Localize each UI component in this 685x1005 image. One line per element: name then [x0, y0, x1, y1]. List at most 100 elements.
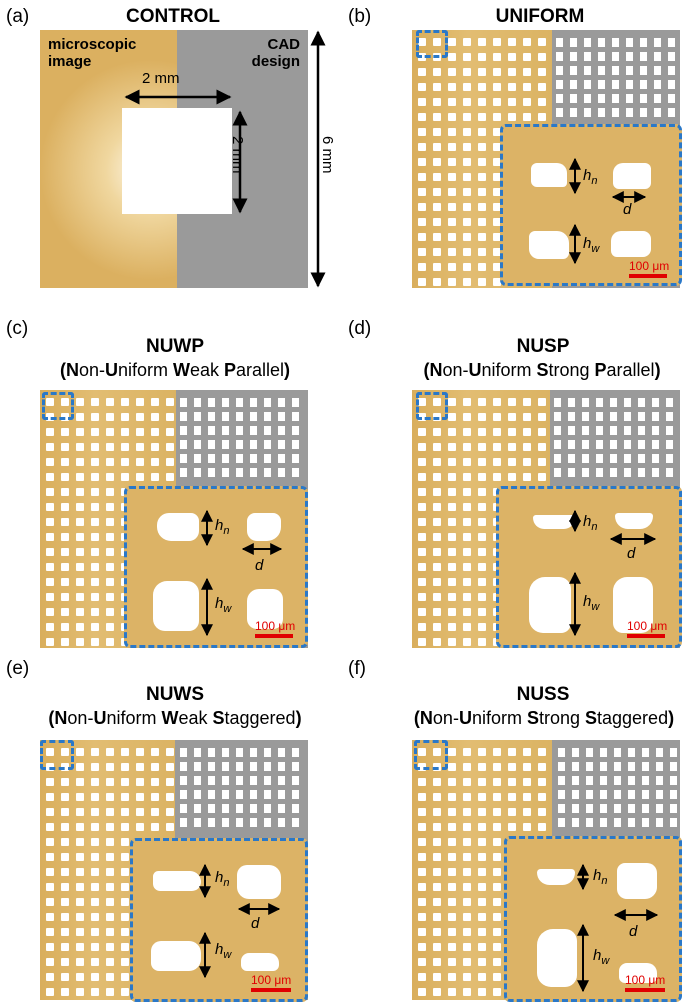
fabricated-hole	[76, 593, 84, 601]
fabricated-hole	[91, 488, 99, 496]
fabricated-hole	[106, 428, 114, 436]
fabricated-hole	[463, 763, 471, 771]
fabricated-hole	[493, 883, 501, 891]
cad-hole	[236, 412, 243, 421]
subtitle-rest: on-	[442, 360, 469, 380]
fabricated-hole	[508, 83, 516, 91]
subtitle-initial: N	[54, 708, 68, 728]
fabricated-hole	[478, 518, 486, 526]
cad-hole	[638, 426, 645, 435]
fabricated-hole	[418, 248, 426, 256]
fabricated-hole	[493, 203, 501, 211]
cad-hole	[236, 818, 243, 827]
subtitle-initial: U	[468, 360, 482, 380]
cad-hole	[556, 94, 563, 103]
selection-box-f	[414, 740, 448, 770]
fabricated-hole	[493, 98, 501, 106]
cad-hole	[558, 776, 565, 785]
fabricated-hole	[538, 458, 546, 466]
fabricated-hole	[106, 793, 114, 801]
fabricated-hole	[508, 763, 516, 771]
fabricated-hole	[418, 548, 426, 556]
fabricated-hole	[418, 428, 426, 436]
cad-hole	[194, 790, 201, 799]
inset-arrows-f	[577, 863, 659, 993]
fabricated-hole	[478, 838, 486, 846]
cad-hole	[278, 468, 285, 477]
cad-hole	[614, 776, 621, 785]
fabricated-hole	[448, 188, 456, 196]
cad-hole	[642, 804, 649, 813]
fabricated-hole	[478, 83, 486, 91]
fabricated-hole	[448, 778, 456, 786]
fabricated-hole	[121, 868, 129, 876]
fabricated-hole	[448, 473, 456, 481]
fabricated-hole	[448, 763, 456, 771]
cad-hole	[264, 412, 271, 421]
fabricated-hole	[493, 53, 501, 61]
fabricated-hole	[91, 458, 99, 466]
fabricated-hole	[508, 458, 516, 466]
wide-feature-left	[529, 577, 571, 633]
fabricated-hole	[433, 248, 441, 256]
fabricated-hole	[463, 518, 471, 526]
cad-hole	[570, 66, 577, 75]
fabricated-hole	[493, 68, 501, 76]
fabricated-hole	[478, 128, 486, 136]
d-label: d	[627, 545, 636, 562]
fabricated-hole	[493, 188, 501, 196]
inset-arrows-c	[201, 509, 283, 637]
fabricated-hole	[106, 593, 114, 601]
cad-hole	[596, 426, 603, 435]
inset-arrows-b	[569, 157, 647, 265]
fabricated-hole	[463, 128, 471, 136]
cad-hole	[628, 748, 635, 757]
fabricated-hole	[448, 203, 456, 211]
fabricated-hole	[538, 823, 546, 831]
cad-hole	[554, 398, 561, 407]
cad-hole	[292, 762, 299, 771]
fabricated-hole	[493, 398, 501, 406]
cad-hole	[250, 426, 257, 435]
subtitle-initial: U	[93, 708, 107, 728]
fabricated-hole	[76, 868, 84, 876]
fabricated-hole	[433, 943, 441, 951]
cad-hole	[614, 818, 621, 827]
cad-hole	[600, 762, 607, 771]
fabricated-hole	[493, 473, 501, 481]
fabricated-hole	[46, 958, 54, 966]
cad-hole	[652, 412, 659, 421]
subtitle-initial: W	[161, 708, 179, 728]
cad-hole	[556, 66, 563, 75]
fabricated-hole	[478, 173, 486, 181]
fabricated-hole	[418, 638, 426, 646]
fabricated-hole	[433, 838, 441, 846]
fabricated-hole	[61, 943, 69, 951]
fabricated-hole	[46, 488, 54, 496]
scale-bar-label: 100 μm	[625, 973, 666, 987]
fabricated-hole	[463, 898, 471, 906]
fabricated-hole	[46, 748, 54, 756]
panel-label-a: (a)	[6, 6, 30, 27]
zoom-inset-f: hn hw d 100 μm	[504, 836, 682, 1002]
cad-hole	[610, 398, 617, 407]
fabricated-hole	[523, 38, 531, 46]
fabricated-hole	[106, 763, 114, 771]
fabricated-hole	[121, 763, 129, 771]
fabricated-hole	[538, 53, 546, 61]
panel-label-e: (e)	[6, 658, 30, 679]
fabricated-hole	[61, 793, 69, 801]
cad-hole	[236, 468, 243, 477]
fabricated-hole	[418, 838, 426, 846]
hw-label: hw	[583, 593, 600, 613]
cad-hole	[292, 748, 299, 757]
cad-hole	[236, 454, 243, 463]
fabricated-hole	[433, 38, 441, 46]
cad-hole	[628, 776, 635, 785]
fabricated-hole	[46, 578, 54, 586]
cad-hole	[278, 762, 285, 771]
fabricated-hole	[91, 578, 99, 586]
subtitle-initial: U	[458, 708, 472, 728]
subtitle-rest: on-	[67, 708, 94, 728]
cad-hole	[654, 94, 661, 103]
